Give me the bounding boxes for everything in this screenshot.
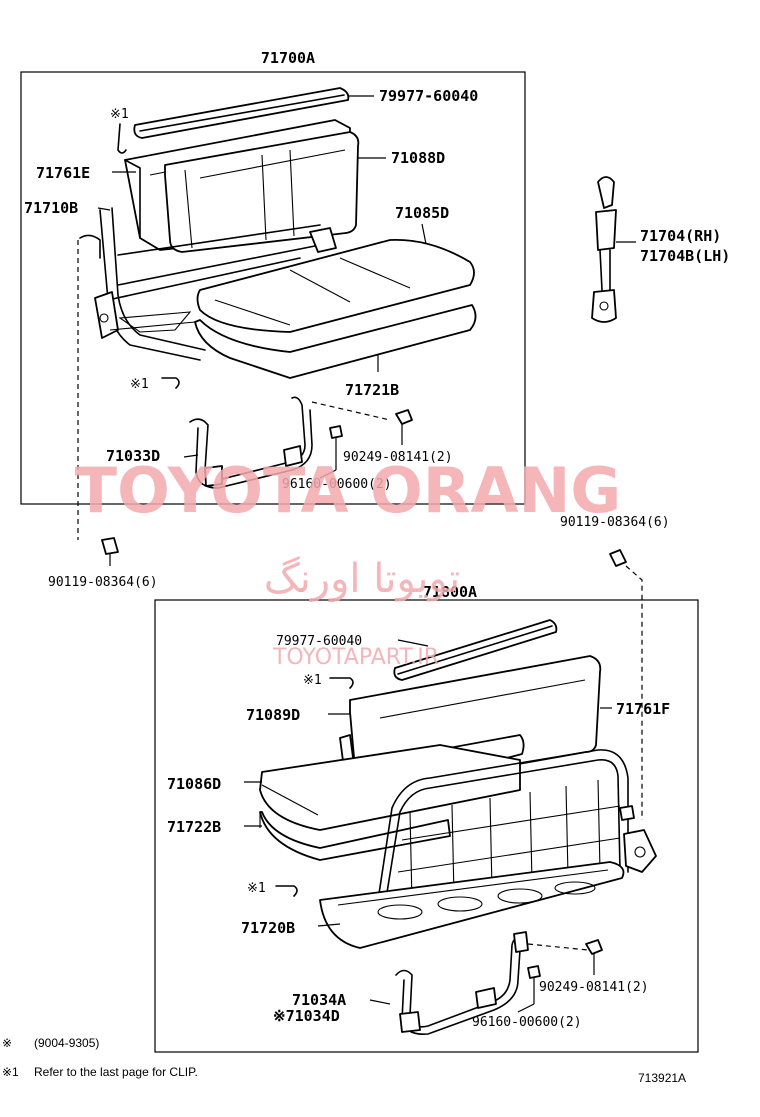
left-mount-bolt xyxy=(77,240,119,566)
lower-clip-mark-2: ※1 xyxy=(247,881,266,896)
lower-back-cover-label: 71761F xyxy=(616,700,670,718)
belt-rh-label: 71704(RH) xyxy=(640,227,721,245)
upper-hinge-label: 71033D xyxy=(106,447,160,465)
lower-frame xyxy=(317,749,657,949)
upper-cushion-pad xyxy=(109,304,477,379)
lower-bolt xyxy=(527,939,603,975)
lower-back-pad-label: 71089D xyxy=(246,706,300,724)
upper-cover-top-label: 79977-60040 xyxy=(379,87,478,105)
lower-cover-top-label: 79977-60040 xyxy=(276,634,362,649)
upper-assembly-number: 71700A xyxy=(261,49,315,67)
upper-bolt-label: 90249-08141(2) xyxy=(343,450,453,465)
watermark-site: TOYOTAPART.IR xyxy=(272,645,439,670)
upper-back-pad-label: 71088D xyxy=(391,149,445,167)
lower-top-cover-roll xyxy=(393,619,558,681)
upper-clip-icon xyxy=(117,123,127,154)
lower-hinge-d-label: ※71034D xyxy=(273,1007,340,1025)
figure-number: 713921A xyxy=(638,1071,686,1085)
belt-lh-label: 71704B(LH) xyxy=(640,247,730,265)
upper-cushion-cover xyxy=(196,223,475,333)
bolt-left-label: 90119-08364(6) xyxy=(48,575,158,590)
note-mark: ※ xyxy=(2,1036,12,1050)
lower-assembly-number: 71800A xyxy=(423,583,477,601)
lower-nut xyxy=(517,965,541,1013)
upper-clip-mark-2: ※1 xyxy=(130,377,149,392)
upper-frame-label: 71710B xyxy=(24,199,78,217)
lower-assembly: 71800A 79977-60040 ※1 71089D 71761F xyxy=(154,583,699,1053)
upper-hinge xyxy=(183,396,313,489)
upper-cushion-cover-label: 71085D xyxy=(395,204,449,222)
lower-cushion-cover xyxy=(244,744,521,831)
upper-frame xyxy=(79,207,337,361)
upper-assembly-frame-box xyxy=(20,71,526,505)
lower-nut-label: 96160-00600(2) xyxy=(472,1015,582,1030)
upper-back-cover-label: 71761E xyxy=(36,164,90,182)
right-mount-bolt xyxy=(609,549,643,820)
watermark-brand-fa: تویوتا اورنگ xyxy=(264,556,460,602)
lower-clip-mark: ※1 xyxy=(303,673,322,688)
upper-nut-label: 96160-00600(2) xyxy=(282,477,392,492)
note-clip-mark: ※1 xyxy=(2,1065,19,1079)
lower-cushion-pad xyxy=(244,811,451,861)
upper-clip-mark: ※1 xyxy=(110,107,129,122)
lower-clip-icon-2 xyxy=(275,885,298,897)
lower-clip-icon xyxy=(329,677,354,689)
seat-belt xyxy=(591,176,636,323)
upper-back-pad xyxy=(164,131,386,253)
watermark-brand: TOYOTA ORANG xyxy=(75,454,621,527)
lower-cushion-cover-label: 71086D xyxy=(167,775,221,793)
lower-cushion-pad-label: 71722B xyxy=(167,818,221,836)
upper-cushion-pad-label: 71721B xyxy=(345,381,399,399)
upper-top-cover-roll xyxy=(133,87,374,139)
lower-bolt-label: 90249-08141(2) xyxy=(539,980,649,995)
lower-hinge xyxy=(369,931,529,1036)
note-clip-text: Refer to the last page for CLIP. xyxy=(34,1065,198,1079)
note-mark-range: (9004-9305) xyxy=(34,1036,99,1050)
lower-assembly-frame-box xyxy=(154,599,699,1053)
upper-clip-icon-2 xyxy=(161,377,180,389)
lower-hinge-a-label: 71034A xyxy=(292,991,346,1009)
upper-assembly: 71700A 79977-60040 ※1 71761E 71088D xyxy=(20,49,526,505)
bolt-right-label: 90119-08364(6) xyxy=(560,515,670,530)
upper-bolt xyxy=(311,401,413,445)
upper-nut xyxy=(319,425,343,479)
lower-frame-label: 71720B xyxy=(241,919,295,937)
